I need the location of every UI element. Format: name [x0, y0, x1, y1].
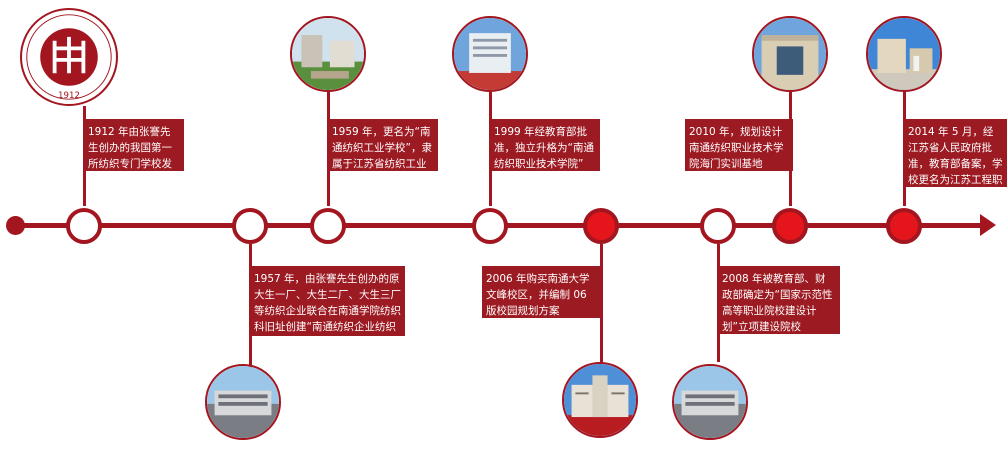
- event-2010-note: 2010 年，规划设计南通纺织职业技术学院海门实训基地: [685, 119, 793, 171]
- photo-1999: [452, 16, 528, 92]
- event-1959-note: 1959 年，更名为“南通纺织工业学校”，隶属于江苏省纺织工业厅: [328, 119, 438, 186]
- logo-year: 1912: [58, 91, 80, 101]
- event-2008-note: 2008 年被教育部、财政部确定为“国家示范性高等职业院校建设计划”立项建设院校: [718, 266, 840, 334]
- timeline-node-1957[interactable]: [232, 208, 268, 244]
- photo-2014: [866, 16, 942, 92]
- timeline-node-2010[interactable]: [772, 208, 808, 244]
- event-2006-note: 2006 年购买南通大学文峰校区，并编制 06 版校园规划方案: [482, 266, 602, 318]
- timeline-node-2006[interactable]: [583, 208, 619, 244]
- timeline-node-2014[interactable]: [886, 208, 922, 244]
- photo-1957: [205, 364, 281, 440]
- photo-2006: [562, 362, 638, 438]
- timeline-node-2008[interactable]: [700, 208, 736, 244]
- event-1999-note: 1999 年经教育部批准，独立升格为“南通纺织职业技术学院”: [490, 119, 600, 171]
- event-1957-note: 1957 年，由张謇先生创办的原大生一厂、大生二厂、大生三厂等纺织企业联合在南通…: [250, 266, 405, 349]
- photo-2008: [672, 364, 748, 440]
- photo-2010: [752, 16, 828, 92]
- timeline-node-1912[interactable]: [66, 208, 102, 244]
- timeline-arrow-icon: [980, 214, 996, 236]
- timeline-start-dot: [6, 216, 25, 235]
- photo-1959: [290, 16, 366, 92]
- school-logo: 1912: [20, 8, 118, 106]
- timeline-node-1959[interactable]: [310, 208, 346, 244]
- timeline-node-1999[interactable]: [472, 208, 508, 244]
- event-1912-note: 1912 年由张謇先生创办的我国第一所纺织专门学校发展而来: [84, 119, 184, 186]
- event-2014-note: 2014 年 5 月，经江苏省人民政府批准，教育部备案，学校更名为江苏工程职业技…: [904, 119, 1007, 202]
